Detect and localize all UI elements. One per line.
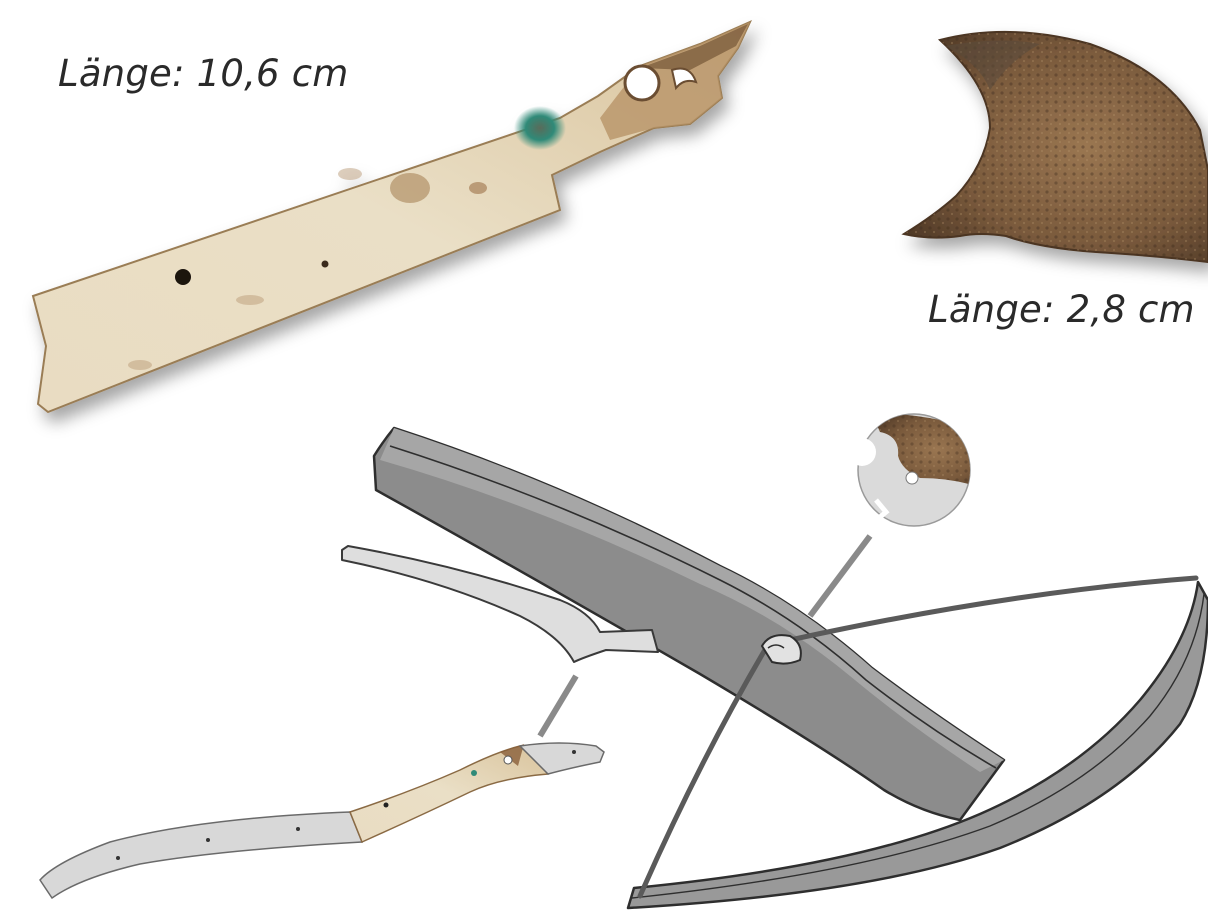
crossbow-drawing bbox=[342, 428, 1208, 908]
nut-fragment-length-caption: Länge: 2,8 cm bbox=[928, 288, 1195, 331]
lever-end-hole bbox=[625, 66, 659, 100]
nut-fragment-photo bbox=[904, 32, 1208, 262]
lever-leader-line bbox=[540, 676, 576, 736]
nut-detail bbox=[848, 414, 980, 526]
trigger-lever-length-caption: Länge: 10,6 cm bbox=[58, 52, 349, 95]
lever-reconstruction bbox=[40, 743, 604, 898]
nut-leader-line bbox=[810, 536, 870, 616]
